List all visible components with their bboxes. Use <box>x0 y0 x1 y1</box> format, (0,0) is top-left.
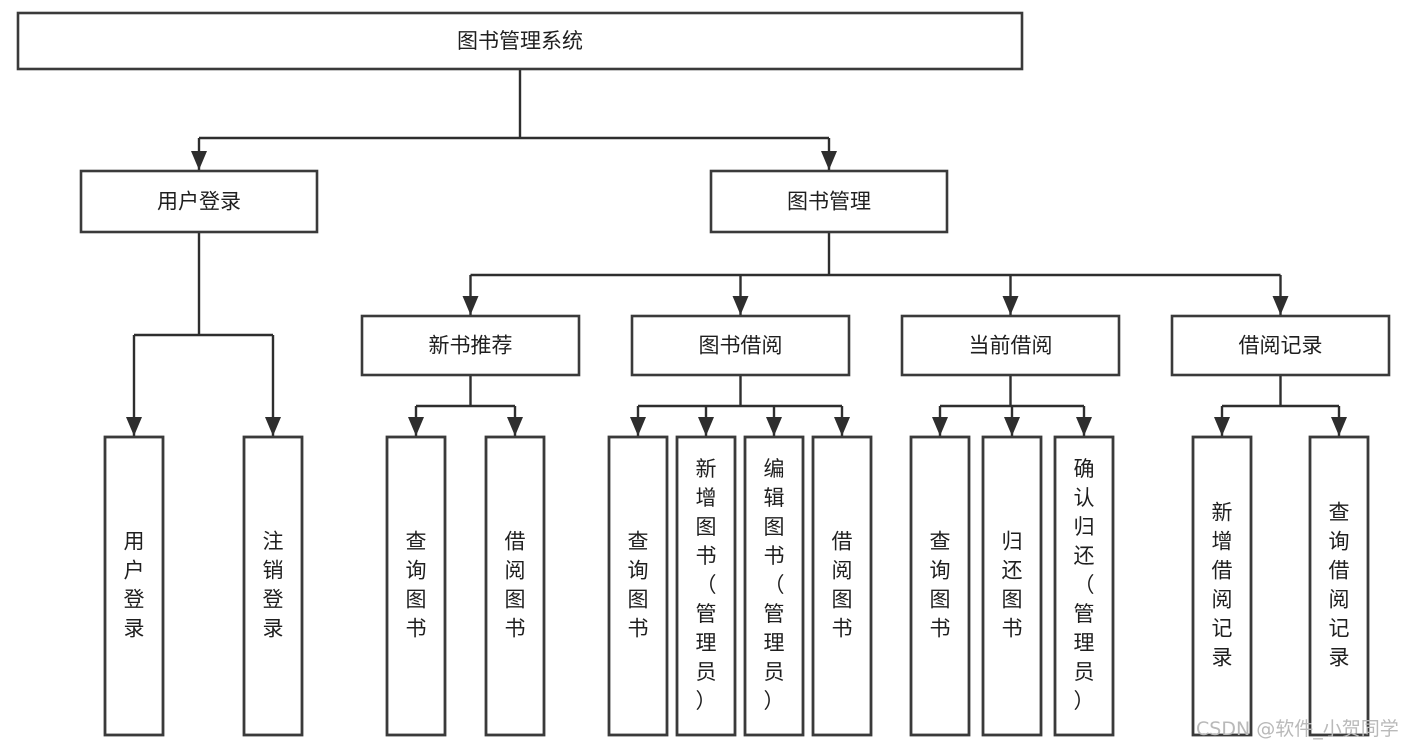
node-box-leaf-borrow-book-rec <box>484 435 546 737</box>
node-current-borrow[interactable]: 当前借阅 <box>900 314 1121 377</box>
node-box-leaf-add-record <box>1191 435 1253 737</box>
node-leaf-query-book-cur[interactable]: 查询图书 <box>909 435 971 737</box>
node-box-leaf-query-book-borrow <box>607 435 669 737</box>
node-box-leaf-return-book <box>981 435 1043 737</box>
root-to-level2-arrow-1 <box>821 151 837 170</box>
node-leaf-user-login[interactable]: 用户登录 <box>103 435 165 737</box>
node-label-book-manage: 图书管理 <box>787 190 871 214</box>
node-box-borrow-record <box>1170 314 1391 377</box>
node-box-user-login <box>79 169 319 234</box>
book-manage-children-arrow-3 <box>1272 296 1289 315</box>
node-leaf-logout[interactable]: 注销登录 <box>242 435 304 737</box>
node-box-leaf-user-login <box>103 435 165 737</box>
current-borrow-children-arrow-0 <box>932 417 948 436</box>
borrow-record-children-arrow-0 <box>1214 417 1230 436</box>
node-box-leaf-query-record <box>1308 435 1370 737</box>
node-leaf-add-record[interactable]: 新增借阅记录 <box>1191 435 1253 737</box>
node-label-new-book-recommend: 新书推荐 <box>429 334 513 358</box>
node-label-leaf-confirm-return: 确认归还（管理员） <box>1074 457 1095 713</box>
node-leaf-query-book-rec[interactable]: 查询图书 <box>385 435 447 737</box>
node-leaf-borrow-book[interactable]: 借阅图书 <box>811 435 873 737</box>
watermark-label: CSDN @软件_小贺同学 <box>1196 718 1399 740</box>
book-manage-children-arrow-0 <box>462 296 479 315</box>
node-leaf-query-record[interactable]: 查询借阅记录 <box>1308 435 1370 737</box>
node-boxes: 图书管理系统用户登录图书管理新书推荐图书借阅当前借阅借阅记录用户登录注销登录查询… <box>16 11 1391 737</box>
node-box-root <box>16 11 1024 71</box>
node-root[interactable]: 图书管理系统 <box>16 11 1024 71</box>
book-borrow-children-arrow-2 <box>766 417 782 436</box>
node-label-leaf-query-record: 查询借阅记录 <box>1329 501 1350 670</box>
user-login-children-arrow-1 <box>265 417 281 436</box>
book-manage-children-arrow-2 <box>1002 296 1019 315</box>
node-label-current-borrow: 当前借阅 <box>969 334 1053 358</box>
node-book-manage[interactable]: 图书管理 <box>709 169 949 234</box>
node-user-login[interactable]: 用户登录 <box>79 169 319 234</box>
current-borrow-children-arrow-2 <box>1076 417 1092 436</box>
book-borrow-children-arrow-1 <box>698 417 714 436</box>
watermark: CSDN @软件_小贺同学 <box>1196 718 1399 740</box>
node-box-book-manage <box>709 169 949 234</box>
node-label-root: 图书管理系统 <box>457 29 583 53</box>
node-label-leaf-edit-book: 编辑图书（管理员） <box>764 457 785 713</box>
node-borrow-record[interactable]: 借阅记录 <box>1170 314 1391 377</box>
connector-edges <box>126 69 1347 436</box>
node-leaf-return-book[interactable]: 归还图书 <box>981 435 1043 737</box>
node-label-leaf-query-book-cur: 查询图书 <box>930 530 951 641</box>
book-borrow-children-arrow-3 <box>834 417 850 436</box>
node-box-leaf-edit-book <box>743 435 805 737</box>
book-manage-children-arrow-1 <box>732 296 749 315</box>
node-book-borrow[interactable]: 图书借阅 <box>630 314 851 377</box>
node-label-leaf-return-book: 归还图书 <box>1002 530 1023 641</box>
node-leaf-query-book-borrow[interactable]: 查询图书 <box>607 435 669 737</box>
node-leaf-borrow-book-rec[interactable]: 借阅图书 <box>484 435 546 737</box>
node-label-leaf-user-login: 用户登录 <box>124 530 145 641</box>
node-label-leaf-query-book-borrow: 查询图书 <box>628 530 649 641</box>
node-label-leaf-borrow-book-rec: 借阅图书 <box>505 530 526 641</box>
current-borrow-children-arrow-1 <box>1004 417 1020 436</box>
node-box-leaf-query-book-rec <box>385 435 447 737</box>
node-label-borrow-record: 借阅记录 <box>1239 334 1323 358</box>
node-label-leaf-query-book-rec: 查询图书 <box>406 530 427 641</box>
node-label-leaf-logout: 注销登录 <box>263 530 284 641</box>
node-leaf-edit-book[interactable]: 编辑图书（管理员） <box>743 435 805 737</box>
new-book-recommend-children-arrow-1 <box>507 417 523 436</box>
node-box-leaf-query-book-cur <box>909 435 971 737</box>
node-box-current-borrow <box>900 314 1121 377</box>
node-box-leaf-logout <box>242 435 304 737</box>
node-new-book-recommend[interactable]: 新书推荐 <box>360 314 581 377</box>
node-box-leaf-add-book <box>675 435 737 737</box>
borrow-record-children-arrow-1 <box>1331 417 1347 436</box>
node-label-leaf-borrow-book: 借阅图书 <box>832 530 853 641</box>
book-borrow-children-arrow-0 <box>630 417 646 436</box>
root-to-level2-arrow-0 <box>191 151 207 170</box>
node-box-leaf-confirm-return <box>1053 435 1115 737</box>
new-book-recommend-children-arrow-0 <box>408 417 424 436</box>
node-leaf-confirm-return[interactable]: 确认归还（管理员） <box>1053 435 1115 737</box>
node-leaf-add-book[interactable]: 新增图书（管理员） <box>675 435 737 737</box>
node-label-leaf-add-record: 新增借阅记录 <box>1212 501 1233 670</box>
node-label-user-login: 用户登录 <box>157 190 241 214</box>
user-login-children-arrow-0 <box>126 417 142 436</box>
node-box-leaf-borrow-book <box>811 435 873 737</box>
node-label-leaf-add-book: 新增图书（管理员） <box>696 457 717 713</box>
node-box-new-book-recommend <box>360 314 581 377</box>
node-box-book-borrow <box>630 314 851 377</box>
node-label-book-borrow: 图书借阅 <box>699 334 783 358</box>
